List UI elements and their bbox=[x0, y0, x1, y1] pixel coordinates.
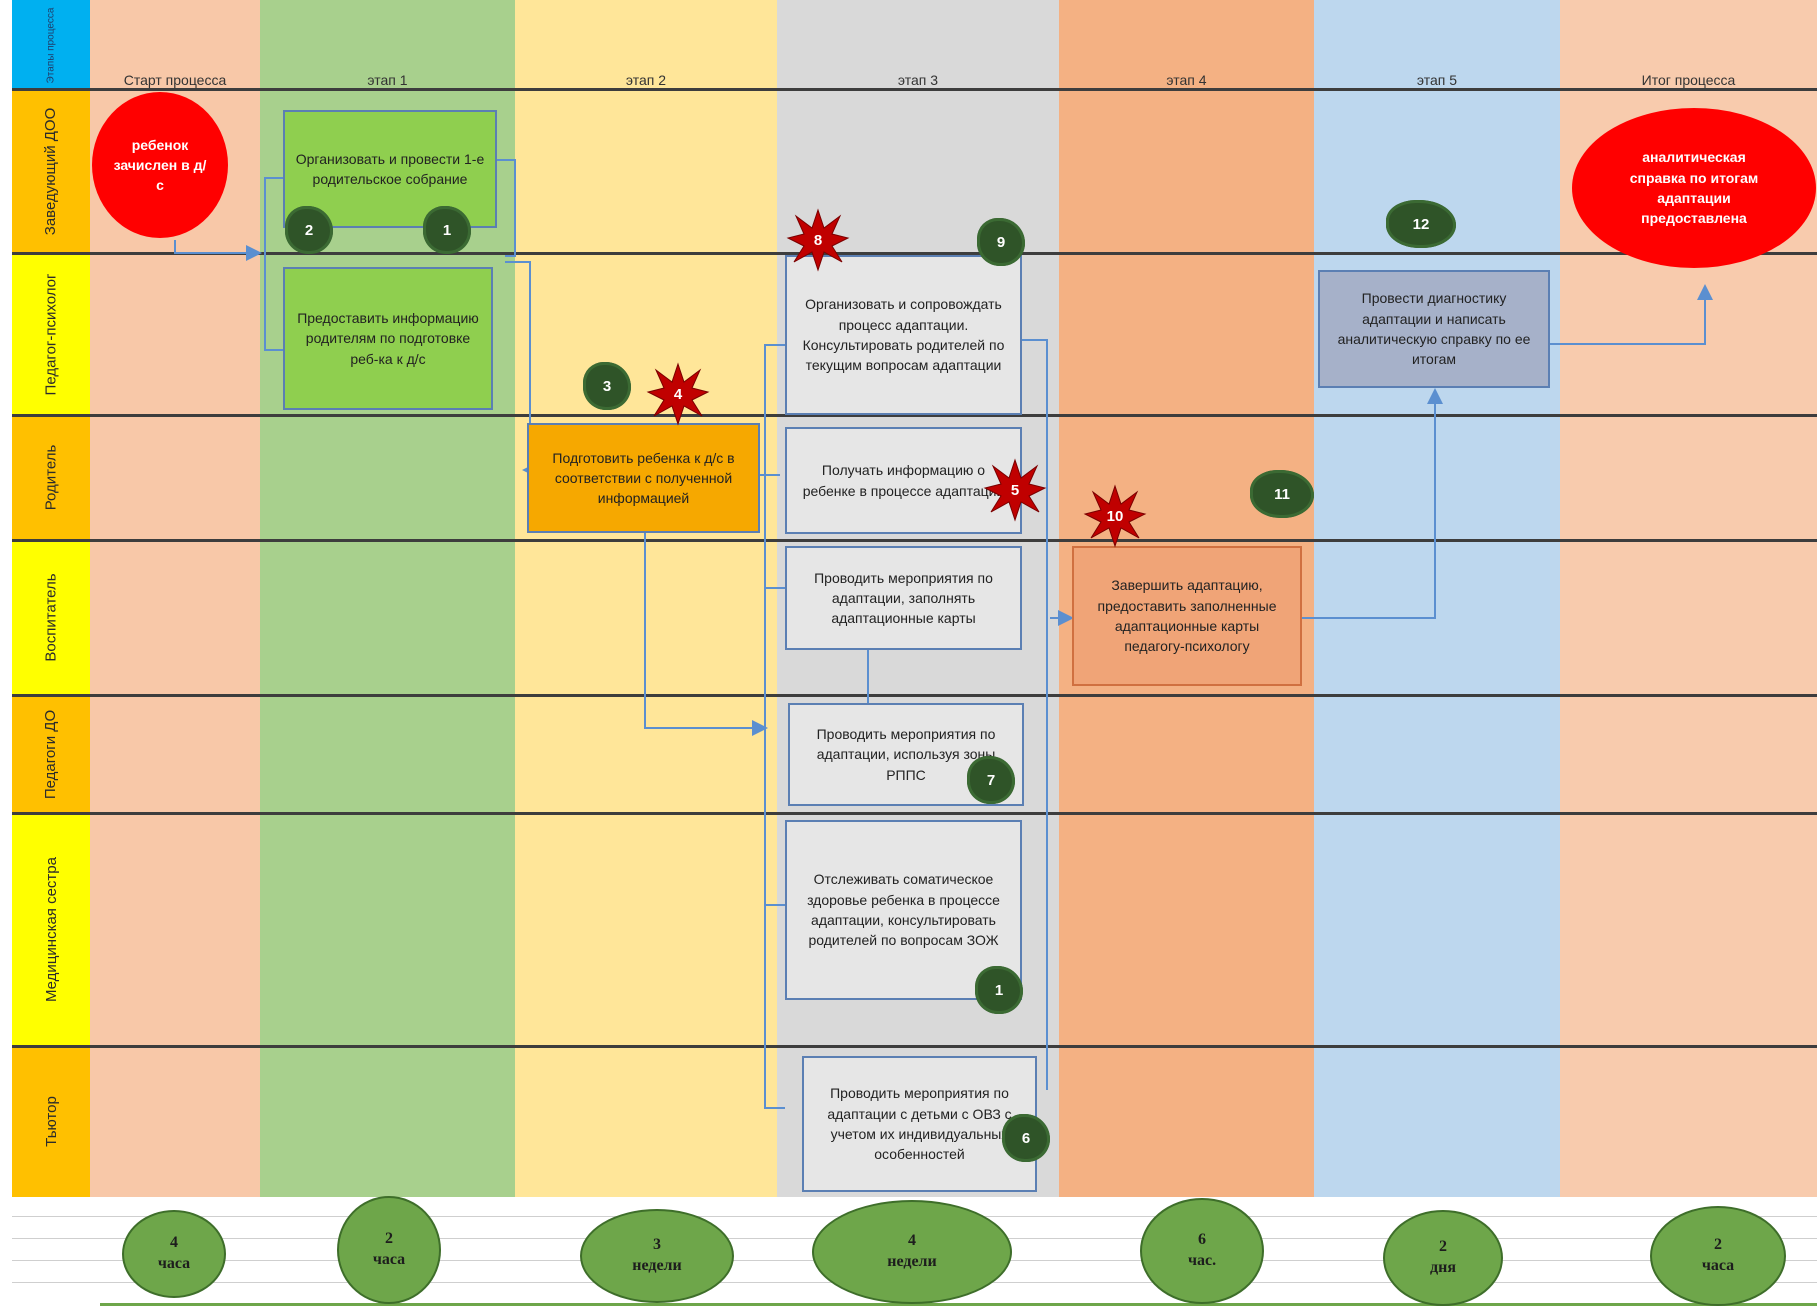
badge-1b: 1 bbox=[975, 966, 1023, 1014]
lane-divider bbox=[12, 88, 1817, 91]
lane-divider bbox=[12, 812, 1817, 815]
star-burst-icon bbox=[646, 362, 710, 426]
box-inform-parents: Предоставить информацию родителям по под… bbox=[283, 267, 493, 410]
column-stage5-bg bbox=[1314, 0, 1560, 1197]
star-burst-icon bbox=[983, 458, 1047, 522]
corner-cell bbox=[12, 0, 90, 90]
box-prepare-child: Подготовить ребенка к д/с в соответствии… bbox=[527, 423, 760, 533]
lane-divider bbox=[12, 1045, 1817, 1048]
box-ovz-activities: Проводить мероприятия по адаптации с дет… bbox=[802, 1056, 1037, 1192]
bottom-green-line bbox=[100, 1303, 1817, 1306]
box-organize-adaptation: Организовать и сопровождать процесс адап… bbox=[785, 255, 1022, 415]
lane-bg-vospitatel bbox=[12, 540, 90, 695]
lane-divider bbox=[12, 539, 1817, 542]
stage-label-5: этап 5 bbox=[1416, 72, 1458, 88]
star-badge-10: 10 bbox=[1083, 484, 1147, 548]
badge-6: 6 bbox=[1002, 1114, 1050, 1162]
result-oval: аналитическая справка по итогам адаптаци… bbox=[1572, 108, 1816, 268]
stage-label-start: Старт процесса bbox=[123, 72, 227, 88]
star-badge-5: 5 bbox=[983, 458, 1047, 522]
stage-label-3: этап 3 bbox=[897, 72, 939, 88]
stage-label-1: этап 1 bbox=[367, 72, 408, 88]
star-badge-8: 8 bbox=[786, 208, 850, 272]
lane-divider bbox=[12, 252, 1817, 255]
box-adaptation-cards: Проводить мероприятия по адаптации, запо… bbox=[785, 546, 1022, 650]
lane-bg-roditel bbox=[12, 415, 90, 540]
star-badge-4: 4 bbox=[646, 362, 710, 426]
badge-2: 2 bbox=[285, 206, 333, 254]
box-diagnostics: Провести диагностику адаптации и написат… bbox=[1318, 270, 1550, 388]
badge-3: 3 bbox=[583, 362, 631, 410]
stage-label-2: этап 2 bbox=[625, 72, 667, 88]
lane-bg-zaveduyushchiy bbox=[12, 90, 90, 253]
badge-12: 12 bbox=[1386, 200, 1456, 248]
lane-divider bbox=[12, 694, 1817, 697]
star-burst-icon bbox=[1083, 484, 1147, 548]
box-get-info: Получать информацию о ребенке в процессе… bbox=[785, 427, 1022, 534]
badge-11: 11 bbox=[1250, 470, 1314, 518]
lane-bg-psiholog bbox=[12, 253, 90, 415]
badge-9: 9 bbox=[977, 218, 1025, 266]
box-complete-adaptation: Завершить адаптацию, предоставить заполн… bbox=[1072, 546, 1302, 686]
badge-7: 7 bbox=[967, 756, 1015, 804]
stage-label-result: Итог процесса bbox=[1641, 72, 1736, 88]
lane-bg-pedagogi bbox=[12, 695, 90, 813]
badge-1: 1 bbox=[423, 206, 471, 254]
lane-divider bbox=[12, 414, 1817, 417]
stage-label-4: этап 4 bbox=[1166, 72, 1207, 88]
start-oval: ребенок зачислен в д/с bbox=[92, 92, 228, 238]
star-burst-icon bbox=[786, 208, 850, 272]
lane-bg-medsestra bbox=[12, 813, 90, 1046]
lane-bg-tyutor bbox=[12, 1046, 90, 1197]
